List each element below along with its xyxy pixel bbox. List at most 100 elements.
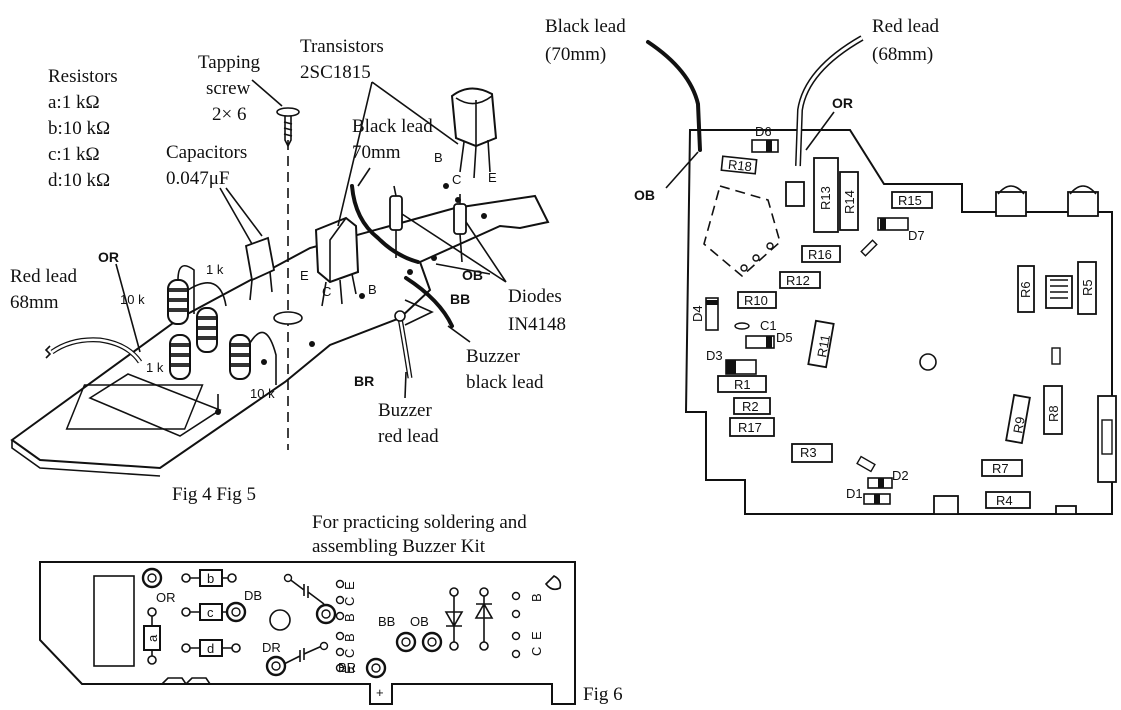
fig45-ptr-buzzer-red xyxy=(404,371,407,399)
fig45-resistors xyxy=(167,264,277,412)
fig45-ptr-or xyxy=(115,263,141,353)
right-red-lead-label-1: Red lead xyxy=(872,16,940,37)
part-r1: R1 xyxy=(734,377,751,392)
buzzer-red-label-1: Buzzer xyxy=(378,400,432,421)
tapping-screw-label-1: Tapping xyxy=(198,52,260,73)
fig45-ptr-capacitors xyxy=(219,187,263,245)
part-r4: R4 xyxy=(996,493,1013,508)
red-lead-label-2: 68mm xyxy=(10,292,59,313)
part-r15: R15 xyxy=(898,193,922,208)
right-red-lead-label-2: (68mm) xyxy=(872,44,933,65)
part-r14: R14 xyxy=(842,190,857,214)
fig6-box-c-label: c xyxy=(207,605,214,620)
right-red-lead-wire xyxy=(796,36,863,167)
pin-b-label: B xyxy=(434,150,443,165)
tapping-screw-label-3: 2× 6 xyxy=(212,104,246,125)
buzzer-black-label-1: Buzzer xyxy=(466,346,520,367)
fig45-br-label: BR xyxy=(354,373,374,389)
fig45-ptr-blacklead xyxy=(357,167,371,187)
capacitors-label-2: 0.047μF xyxy=(166,168,230,189)
right-black-lead-wire xyxy=(646,40,702,152)
fig6-pcb-outline xyxy=(39,561,576,705)
black-lead-label-2: 70mm xyxy=(352,142,401,163)
fig6-box-a xyxy=(143,625,161,651)
fig6-ecb-top-b: B xyxy=(342,613,357,622)
fig6-pads xyxy=(141,567,562,679)
fig6-ecb-mid-b: B xyxy=(342,633,357,642)
fig6-box-c xyxy=(199,603,223,621)
part-r17: R17 xyxy=(738,420,762,435)
fig6-box-b xyxy=(199,569,223,587)
part-d6: D6 xyxy=(755,124,772,139)
fig6-ecb-mid-c: C xyxy=(342,649,357,658)
fig6-ecb-mid-e: E xyxy=(342,665,357,674)
part-r13: R13 xyxy=(818,186,833,210)
right-components xyxy=(705,139,1097,509)
fig45-red-lead-wire xyxy=(51,338,142,363)
fig6-ob-label: OB xyxy=(410,614,429,629)
right-pcb-outline xyxy=(684,129,1113,515)
right-black-lead-label-2: (70mm) xyxy=(545,44,606,65)
part-r18: R18 xyxy=(727,157,752,174)
right-pcb-dashed-zone xyxy=(703,185,781,278)
part-d1: D1 xyxy=(846,486,863,501)
transistors-label-2: 2SC1815 xyxy=(300,62,371,83)
pin-e2-label: E xyxy=(300,268,309,283)
part-d5: D5 xyxy=(776,330,793,345)
fig45-notch xyxy=(404,299,434,326)
pin-e-label: E xyxy=(488,170,497,185)
fig6-or-label: OR xyxy=(156,590,176,605)
fig6-dr-label: DR xyxy=(262,640,281,655)
fig45-bb-label: BB xyxy=(450,291,470,307)
part-r16: R16 xyxy=(808,247,832,262)
tapping-screw-label-2: screw xyxy=(206,78,251,99)
fig6-br-label: BR xyxy=(338,660,356,675)
capacitors-label-1: Capacitors xyxy=(166,142,247,163)
fig6-window xyxy=(93,575,135,667)
part-r2: R2 xyxy=(742,399,759,414)
part-d4: D4 xyxy=(690,305,705,322)
black-lead-label-1: Black lead xyxy=(352,116,433,137)
pin-b2-label: B xyxy=(368,282,377,297)
fig45-diodes xyxy=(389,185,467,263)
buzzer-red-label-2: red lead xyxy=(378,426,439,447)
fig6-title-2: assembling Buzzer Kit xyxy=(312,536,486,557)
diodes-label-2: IN4148 xyxy=(508,314,566,335)
resistor-a-label: a:1 kΩ xyxy=(48,92,100,113)
fig6-right-b: B xyxy=(529,593,544,602)
fig6-caption: Fig 6 xyxy=(583,684,623,705)
part-c1: C1 xyxy=(760,318,777,333)
diodes-label-1: Diodes xyxy=(508,286,562,307)
fig45-buzzer-red-wire xyxy=(398,317,412,379)
part-r10: R10 xyxy=(744,293,768,308)
part-d2: D2 xyxy=(892,468,909,483)
tapping-screw-icon xyxy=(276,107,300,148)
fig45-caption: Fig 4 Fig 5 xyxy=(172,484,256,505)
fig6-db-label: DB xyxy=(244,588,262,603)
fig6-practice-board: For practicing soldering and assembling … xyxy=(39,512,623,705)
part-d3: D3 xyxy=(706,348,723,363)
fig45-ptr-ob xyxy=(435,263,491,275)
red-lead-label-1: Red lead xyxy=(10,266,78,287)
pin-c2-label: C xyxy=(322,284,331,299)
right-or-label: OR xyxy=(832,95,853,111)
right-ptr-ob xyxy=(665,151,699,189)
fig45-black-lead-wire xyxy=(350,184,420,264)
right-connectors xyxy=(734,181,1117,515)
part-d7: D7 xyxy=(908,228,925,243)
fig6-resistor-boxes xyxy=(143,569,232,657)
fig45-window xyxy=(65,384,204,430)
fig45-ob-label: OB xyxy=(462,267,483,283)
fig6-capacitor-symbols xyxy=(283,573,329,665)
fig45-ptr-screw xyxy=(251,79,283,107)
part-r11: R11 xyxy=(814,333,833,358)
fig6-box-b-label: b xyxy=(207,571,214,586)
fig45-capacitor xyxy=(244,236,276,301)
fig45-transistor-top xyxy=(443,87,498,219)
value-1k-b: 1 k xyxy=(146,360,164,375)
right-ptr-or xyxy=(805,111,835,151)
resistors-title: Resistors xyxy=(48,66,118,87)
fig45-ptr-diodes xyxy=(401,213,507,283)
